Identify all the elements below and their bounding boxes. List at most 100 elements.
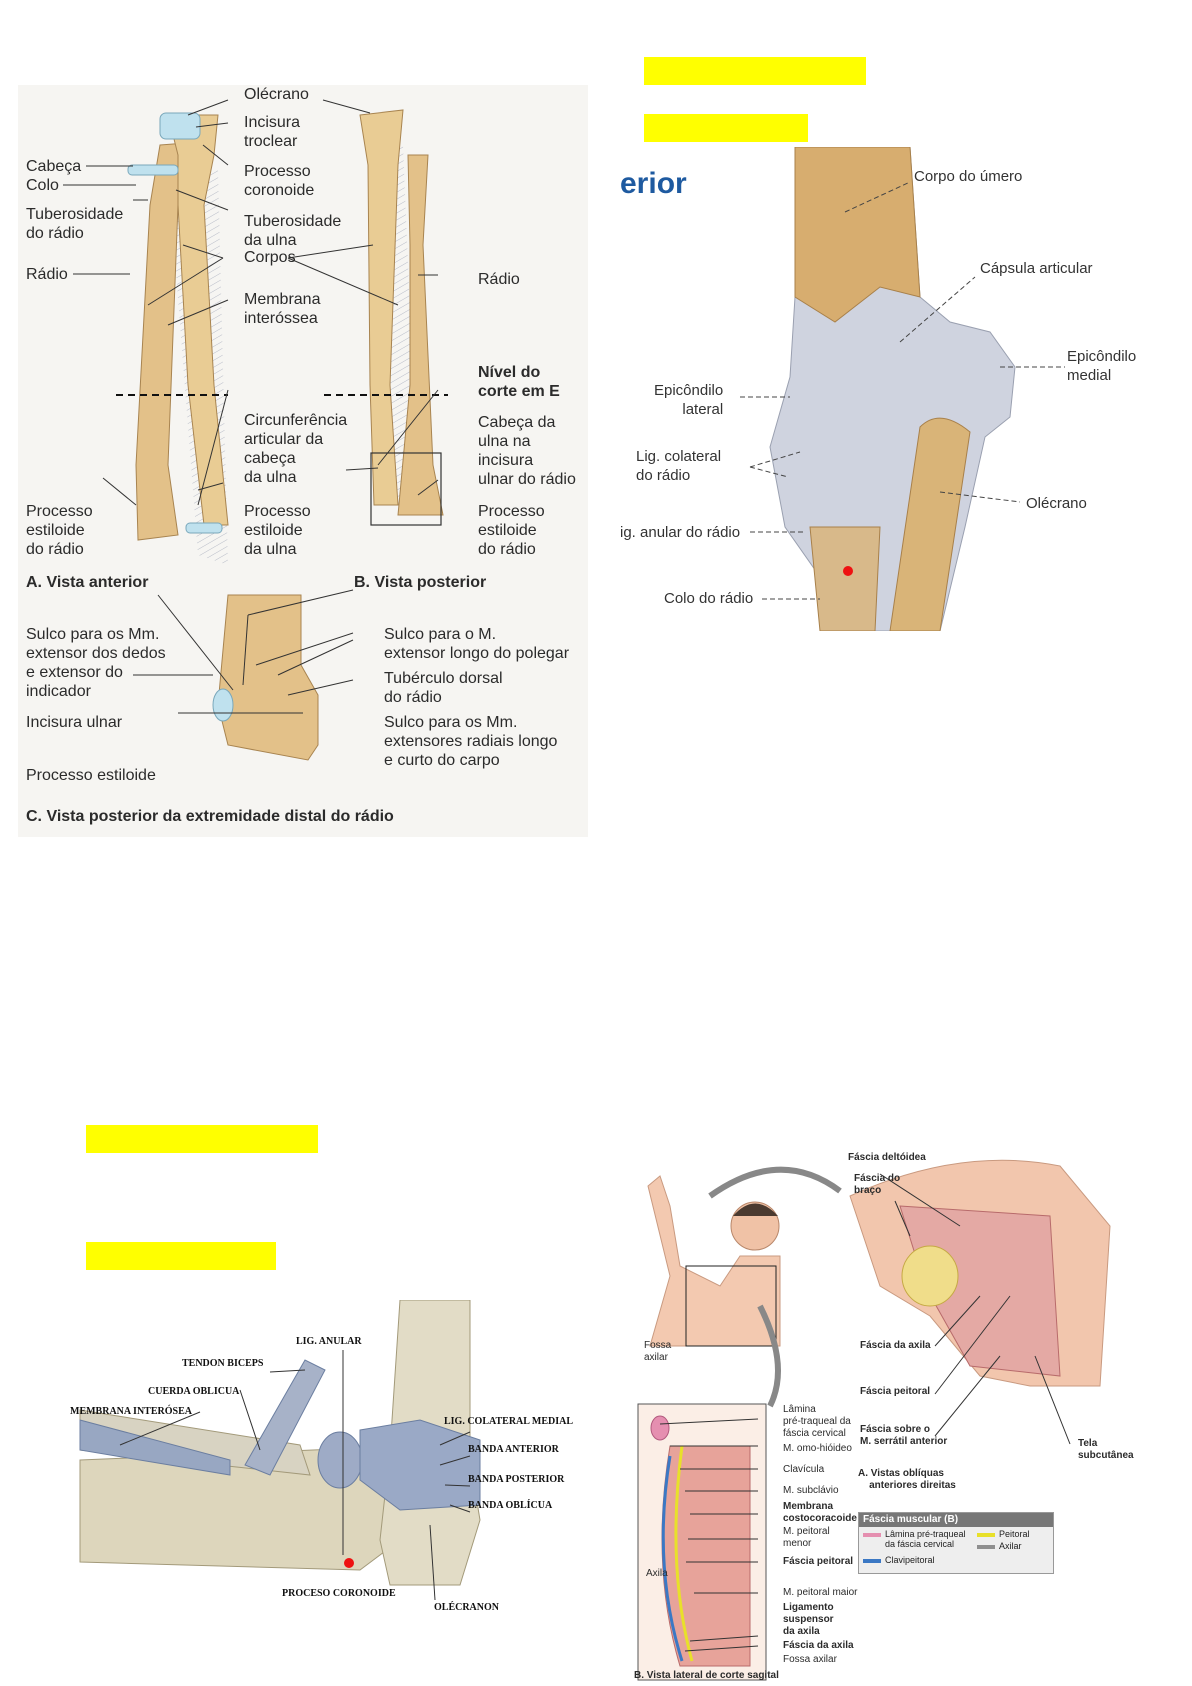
- axillary-fascia-figure: Fáscia deltóidea Fáscia do braço Fossa a…: [630, 1146, 1170, 1686]
- label-tuberosidade-radio: Tuberosidade do rádio: [26, 206, 124, 242]
- pectoral-line: [674, 1445, 694, 1662]
- label-cabeca-ulna: Cabeça da ulna na incisura ulnar do rádi…: [478, 414, 576, 488]
- label-proc-estiloide-ulna: Processo estiloide da ulna: [244, 503, 311, 558]
- label-fascia-peitoral-a: Fáscia peitoral: [860, 1386, 931, 1397]
- label-corpo-umero: Corpo do úmero: [914, 168, 1023, 185]
- label-epicondilo-medial: Epicôndilo medial: [1067, 348, 1137, 384]
- red-marker-dot: [344, 1558, 354, 1568]
- axillary-fat: [901, 1245, 959, 1307]
- label-processo-estiloide: Processo estiloide: [26, 767, 156, 784]
- label-fascia-serratil: Fáscia sobre o M. serrátil anterior: [860, 1424, 948, 1447]
- label-cuerda-oblicua: CUERDA OBLICUA: [148, 1386, 240, 1397]
- red-marker-dot: [843, 566, 853, 576]
- label-lamina: Lâmina pré-traqueal da fáscia cervical: [783, 1404, 851, 1439]
- label-proc-estiloide-radio-a: Processo estiloide do rádio: [26, 503, 93, 558]
- label-vistas: A. Vistas oblíquas anteriores direitas: [858, 1468, 956, 1491]
- leader-lines: [740, 181, 1065, 600]
- label-radio-anterior: Rádio: [26, 266, 68, 283]
- legend-label: Peitoral: [999, 1529, 1030, 1539]
- forearm-bones-figure: Olécrano Incisura troclear Cabeça Colo P…: [18, 85, 588, 837]
- label-proc-estiloide-radio-b: Processo estiloide do rádio: [478, 503, 545, 558]
- legend-swatch: [863, 1533, 881, 1537]
- label-tela: Tela subcutânea: [1078, 1438, 1134, 1461]
- elbow-capsule-figure: erior Corpo do úmero Cápsula articular E…: [620, 147, 1146, 631]
- label-tuberculo-dorsal: Tubérculo dorsal do rádio: [384, 670, 503, 706]
- radius-bone: [397, 154, 444, 516]
- legend-item: Clavipeitoral: [863, 1555, 935, 1565]
- legend-item: Lâmina pré-traqueal da fáscia cervical: [863, 1529, 966, 1549]
- elbow-illustration: [740, 147, 1065, 631]
- label-fascia-braco: Fáscia do braço: [854, 1173, 901, 1196]
- label-vista-lateral: B. Vista lateral de corte sagital: [634, 1670, 779, 1681]
- leader-lines: [659, 1173, 1071, 1652]
- label-subclavio: M. subclávio: [783, 1485, 839, 1496]
- highlight-bar: [644, 57, 866, 85]
- label-circunferencia: Circunferência articular da cabeça da ul…: [244, 412, 348, 486]
- label-lig-anular: LIG. ANULAR: [296, 1336, 362, 1347]
- label-sulco-extensor-dedos: Sulco para os Mm. extensor dos dedos e e…: [26, 626, 166, 700]
- label-peitoral-menor: M. peitoral menor: [783, 1526, 830, 1549]
- pretracheal-shape: [650, 1415, 670, 1441]
- ulnar-notch-cartilage: [212, 688, 234, 722]
- label-fascia-peitoral-b: Fáscia peitoral: [783, 1556, 854, 1567]
- arrow-curve: [757, 1304, 781, 1408]
- inset-box: [685, 1265, 777, 1347]
- trochlea-shape: [159, 112, 201, 140]
- label-olecrano: Olécrano: [1026, 495, 1087, 512]
- label-capsula: Cápsula articular: [980, 260, 1093, 277]
- label-tuberosidade-ulna: Tuberosidade da ulna: [244, 213, 342, 249]
- label-axila: Axila: [646, 1568, 668, 1579]
- annular-ligament: [317, 1431, 363, 1489]
- legend-label: Axilar: [999, 1541, 1022, 1551]
- ligaments-illustration: [79, 1300, 481, 1601]
- caption-vista-posterior: B. Vista posterior: [354, 574, 487, 591]
- highlight-bar: [86, 1125, 318, 1153]
- label-banda-posterior: BANDA POSTERIOR: [468, 1474, 565, 1485]
- label-olecranon: OLÉCRANON: [434, 1602, 500, 1613]
- leader-lines: [63, 99, 439, 714]
- legend-title: Fáscia muscular (B): [859, 1513, 1053, 1527]
- label-ligamento: Ligamento suspensor da axila: [783, 1602, 834, 1637]
- legend-label: Clavipeitoral: [885, 1555, 935, 1565]
- caption-vista-c: C. Vista posterior da extremidade distal…: [26, 808, 394, 825]
- label-olecrano: Olécrano: [244, 86, 309, 103]
- legend-item: Axilar: [977, 1541, 1022, 1551]
- label-lig-colateral: Lig. colateral do rádio: [636, 448, 722, 484]
- label-processo-coronoide: Processo coronoide: [244, 163, 315, 199]
- heading-fragment: erior: [620, 167, 687, 200]
- collateral-ligament: [359, 1419, 481, 1511]
- label-colo: Colo: [26, 177, 59, 194]
- label-membrana-costo: Membrana costocoracoide: [783, 1501, 857, 1524]
- distal-radius-bone: [217, 594, 319, 761]
- olecranon-bone: [889, 417, 971, 631]
- label-proceso-coronoide: PROCESO CORONOIDE: [282, 1588, 396, 1599]
- label-sulco-extensor-polegar: Sulco para o M. extensor longo do polega…: [384, 626, 570, 662]
- legend-items: Lâmina pré-traqueal da fáscia cervical Pe…: [859, 1527, 1053, 1573]
- forearm-illustration: [63, 99, 448, 761]
- leader-lines: [119, 1350, 471, 1601]
- label-clavicula: Clavícula: [783, 1464, 825, 1475]
- clavipectoral-line: [661, 1455, 684, 1662]
- label-fascia-axila-b: Fáscia da axila: [783, 1640, 854, 1651]
- caption-vista-anterior: A. Vista anterior: [26, 574, 149, 591]
- label-incisura-ulnar: Incisura ulnar: [26, 714, 123, 731]
- fascia-legend: Fáscia muscular (B) Lâmina pré-traqueal …: [858, 1512, 1054, 1574]
- label-peitoral-maior: M. peitoral maior: [783, 1587, 858, 1598]
- interosseous-membrane: [79, 1419, 231, 1476]
- label-omo: M. omo-hióideo: [783, 1443, 852, 1454]
- label-colo-radio: Colo do rádio: [664, 590, 754, 607]
- label-lig-anular: ig. anular do rádio: [620, 524, 741, 541]
- arrow-curve: [708, 1166, 842, 1199]
- label-sulco-radiais: Sulco para os Mm. extensores radiais lon…: [384, 714, 558, 769]
- label-membrana: Membrana interóssea: [244, 291, 321, 327]
- ulna-head-cartilage: [185, 522, 223, 534]
- detail-box: [370, 452, 442, 526]
- ulna-bone: [359, 109, 404, 506]
- label-corpos: Corpos: [244, 249, 296, 266]
- radius-neck-bone: [809, 526, 881, 631]
- humerus-shaft: [794, 147, 921, 323]
- label-epicondilo-lateral: Epicôndilo lateral: [654, 382, 724, 418]
- elbow-ligaments-figure: LIG. ANULAR TENDON BICEPS CUERDA OBLICUA…: [60, 1300, 588, 1616]
- hair-shape: [733, 1203, 778, 1216]
- ulna-bone: [167, 114, 229, 526]
